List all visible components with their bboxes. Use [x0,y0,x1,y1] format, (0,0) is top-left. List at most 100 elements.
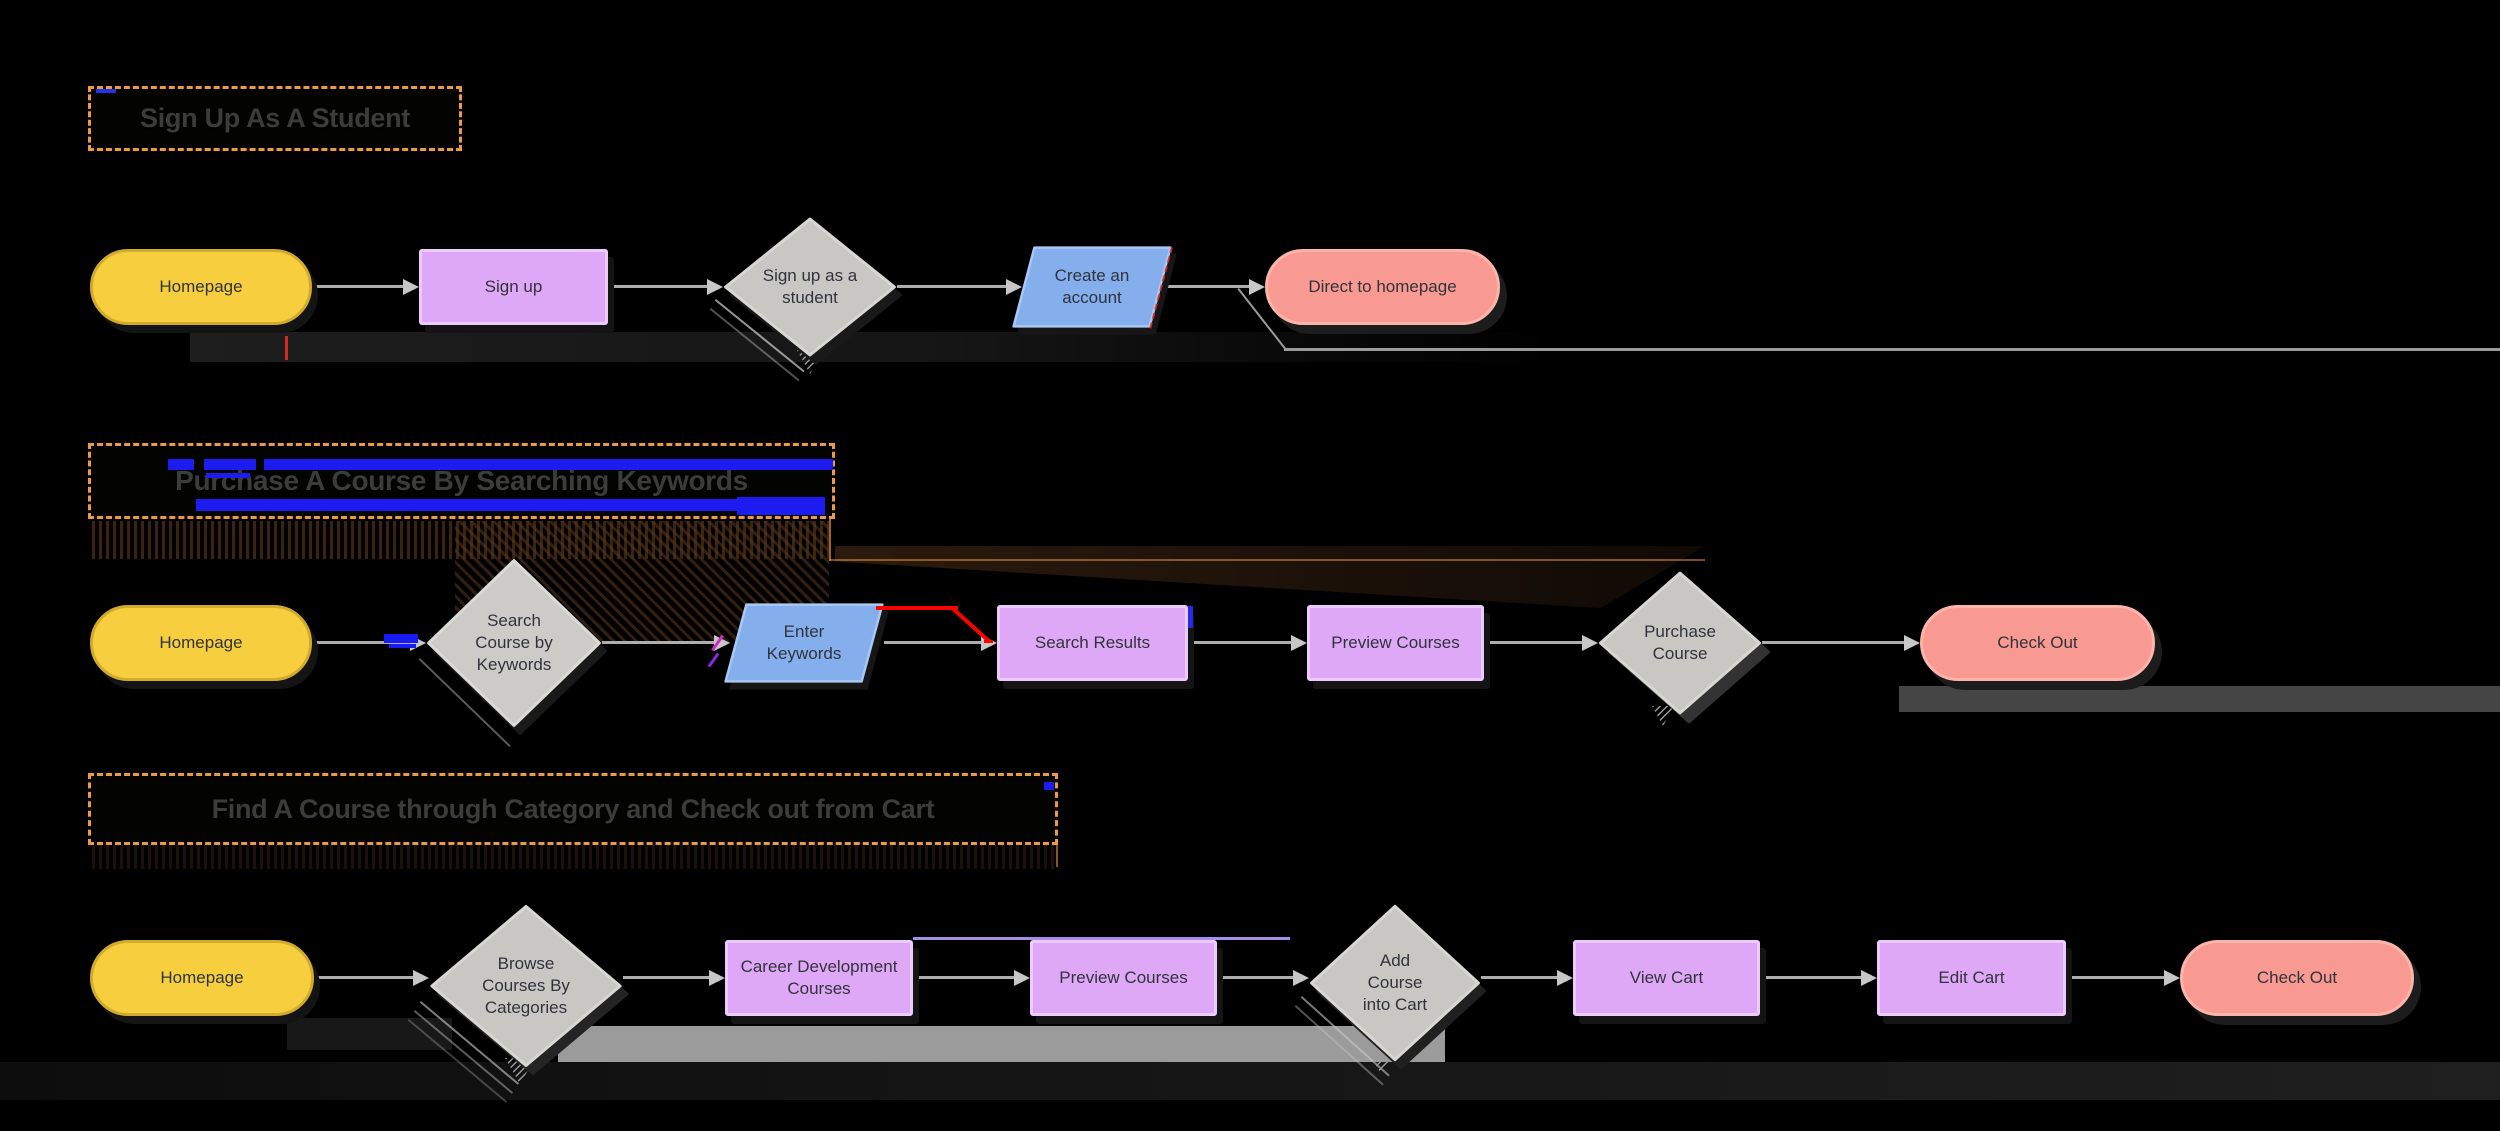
purple-pen-line[interactable] [913,937,1290,940]
node-label: Browse Courses By Categories [482,953,570,1018]
flow2-connector-5[interactable] [1484,641,1582,644]
node-label: Homepage [159,276,243,296]
flow3-decision-browse-categories[interactable]: Browse Courses By Categories [429,904,623,1068]
flow1-connector-2[interactable] [608,285,707,288]
flow3-arrowhead-6 [1861,970,1877,986]
flow3-decision-add-course-into-cart[interactable]: Add Course into Cart [1309,904,1481,1062]
flow1-connector-3[interactable] [897,285,1006,288]
flow1-node-create-account[interactable]: Create an account [1012,246,1172,328]
flow3-title-text: Find A Course through Category and Check… [211,793,935,824]
node-label: Sign up [484,276,543,296]
flow3-connector-4[interactable] [1217,976,1293,979]
flow1-node-direct-to-homepage[interactable]: Direct to homepage [1265,249,1500,325]
flow3-node-career-development-courses[interactable]: Career Development Courses [725,940,913,1016]
diamond-shape [723,217,897,357]
flow1-node-homepage[interactable]: Homepage [90,249,312,325]
frame3-edge-line-vertical [1056,845,1058,867]
flow2-node-search-results[interactable]: Search Results [997,605,1188,681]
blue-tick-mark[interactable] [1188,606,1193,628]
flow3-arrowhead-4 [1293,970,1309,986]
row1-offscreen-line [1284,348,2500,351]
frame2-edge-line-vertical [829,519,831,561]
frame-flow1-title[interactable]: Sign Up As A Student [88,86,462,151]
node-label: Career Development Courses [740,956,898,998]
node-label: Check Out [1997,632,2078,652]
row1-shadow-band [190,332,1560,362]
frame3-hatch-below [92,845,1057,869]
frame2-edge-line-horizontal [829,559,1705,561]
diamond-shape [1309,904,1481,1062]
diamond-shape [426,558,602,728]
row2-checkout-shadow [1899,686,2500,712]
flow1-arrowhead-1 [403,279,419,295]
node-label: Edit Cart [1938,967,2005,987]
flow3-arrowhead-3 [1014,970,1030,986]
flow1-decision-sign-up-as-student[interactable]: Sign up as a student [723,217,897,357]
row3-gray-band [558,1026,1445,1062]
flow3-node-preview-courses[interactable]: Preview Courses [1030,940,1217,1016]
node-label: Preview Courses [1059,967,1188,987]
flow3-arrowhead-1 [413,970,429,986]
flow2-connector-6[interactable] [1762,641,1904,644]
flow2-connector-1[interactable] [312,641,410,644]
frame2-shadow-streak [835,546,1705,608]
flow3-node-edit-cart[interactable]: Edit Cart [1877,940,2066,1016]
node-label: Direct to homepage [1308,276,1457,296]
flow1-connector-1[interactable] [312,285,403,288]
row3-dark-patch [287,1018,452,1050]
flow2-title-text: Purchase A Course By Searching Keywords [175,465,748,496]
flow1-arrowhead-4 [1249,279,1265,295]
flow2-decision-search-by-keywords[interactable]: Search Course by Keywords [426,558,602,728]
flow1-node-sign-up[interactable]: Sign up [419,249,608,325]
flow2-arrowhead-6 [1904,635,1920,651]
node-label: Homepage [159,632,243,652]
flow3-node-view-cart[interactable]: View Cart [1573,940,1760,1016]
flow2-node-homepage[interactable]: Homepage [90,605,312,681]
flow3-arrowhead-5 [1557,970,1573,986]
flow3-arrowhead-2 [709,970,725,986]
flow3-node-check-out[interactable]: Check Out [2180,940,2414,1016]
red-tick-mark[interactable] [285,336,288,360]
flow3-connector-3[interactable] [913,976,1014,979]
node-label: Search Course by Keywords [475,610,553,675]
flow2-node-preview-courses[interactable]: Preview Courses [1307,605,1484,681]
parallelogram-shape [724,603,884,683]
flow2-node-enter-keywords[interactable]: Enter Keywords [724,603,884,683]
flow3-connector-6[interactable] [1760,976,1861,979]
flow2-arrowhead-4 [1291,635,1307,651]
node-label: Check Out [2256,967,2338,987]
flow3-connector-5[interactable] [1481,976,1557,979]
node-label: Enter Keywords [766,621,842,663]
flow2-decision-purchase-course[interactable]: Purchase Course [1598,571,1762,715]
flow3-connector-2[interactable] [623,976,709,979]
flow3-arrowhead-7 [2164,970,2180,986]
parallelogram-shape [1012,246,1172,328]
flow2-connector-3[interactable] [884,641,981,644]
node-label: Create an account [1054,265,1130,307]
magenta-edge-mark[interactable] [707,652,720,668]
flow3-node-homepage[interactable]: Homepage [90,940,314,1016]
flow3-connector-7[interactable] [2066,976,2164,979]
node-label: Add Course into Cart [1362,950,1428,1015]
flow2-arrowhead-5 [1582,635,1598,651]
node-label: Preview Courses [1331,632,1460,652]
flow1-arrowhead-2 [707,279,723,295]
flow2-connector-4[interactable] [1188,641,1291,644]
diamond-shape [1598,571,1762,715]
diamond-shape [429,904,623,1068]
flow1-title-text: Sign Up As A Student [140,103,410,133]
node-label: Homepage [160,967,244,987]
flow1-connector-4[interactable] [1167,285,1249,288]
node-label: Purchase Course [1644,621,1716,663]
flow1-arrowhead-3 [1006,279,1022,295]
node-label: View Cart [1629,967,1704,987]
flow2-connector-2[interactable] [602,641,714,644]
flow3-connector-1[interactable] [315,976,413,979]
frame3-blue-square[interactable] [1044,782,1054,790]
node-label: Sign up as a student [762,265,858,307]
frame1-blue-dash[interactable] [96,89,116,93]
flow2-node-check-out[interactable]: Check Out [1920,605,2155,681]
frame-flow3-title[interactable]: Find A Course through Category and Check… [88,773,1058,845]
bottom-dark-band [0,1062,2500,1100]
